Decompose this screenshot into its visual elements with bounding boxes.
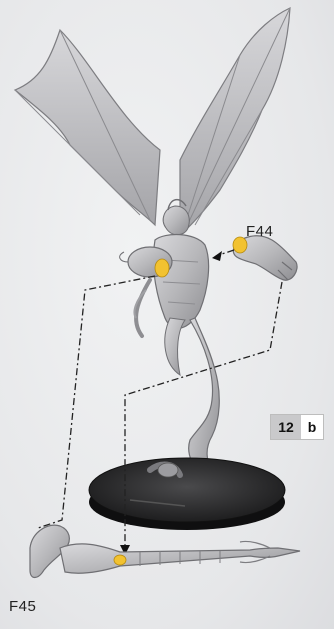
- tendrils: [134, 280, 150, 336]
- step-number: 12: [271, 415, 301, 439]
- arm-part-f44: [233, 236, 297, 280]
- step-letter: b: [301, 415, 323, 439]
- step-badge: 12 b: [270, 414, 324, 440]
- display-base: [89, 458, 285, 530]
- weapon-part-f45: [30, 525, 300, 577]
- part-label-f45: F45: [9, 598, 36, 615]
- glue-point-shoulder: [155, 259, 169, 277]
- glue-point-arm: [233, 237, 247, 253]
- arrow-head-f44: [212, 251, 222, 261]
- left-shoulder: [120, 247, 172, 277]
- torso: [153, 235, 208, 329]
- right-wing: [180, 8, 290, 235]
- glue-point-weapon: [114, 555, 126, 565]
- part-label-f44: F44: [246, 223, 273, 240]
- legs: [165, 318, 219, 480]
- head: [163, 200, 189, 235]
- left-wing: [15, 30, 160, 225]
